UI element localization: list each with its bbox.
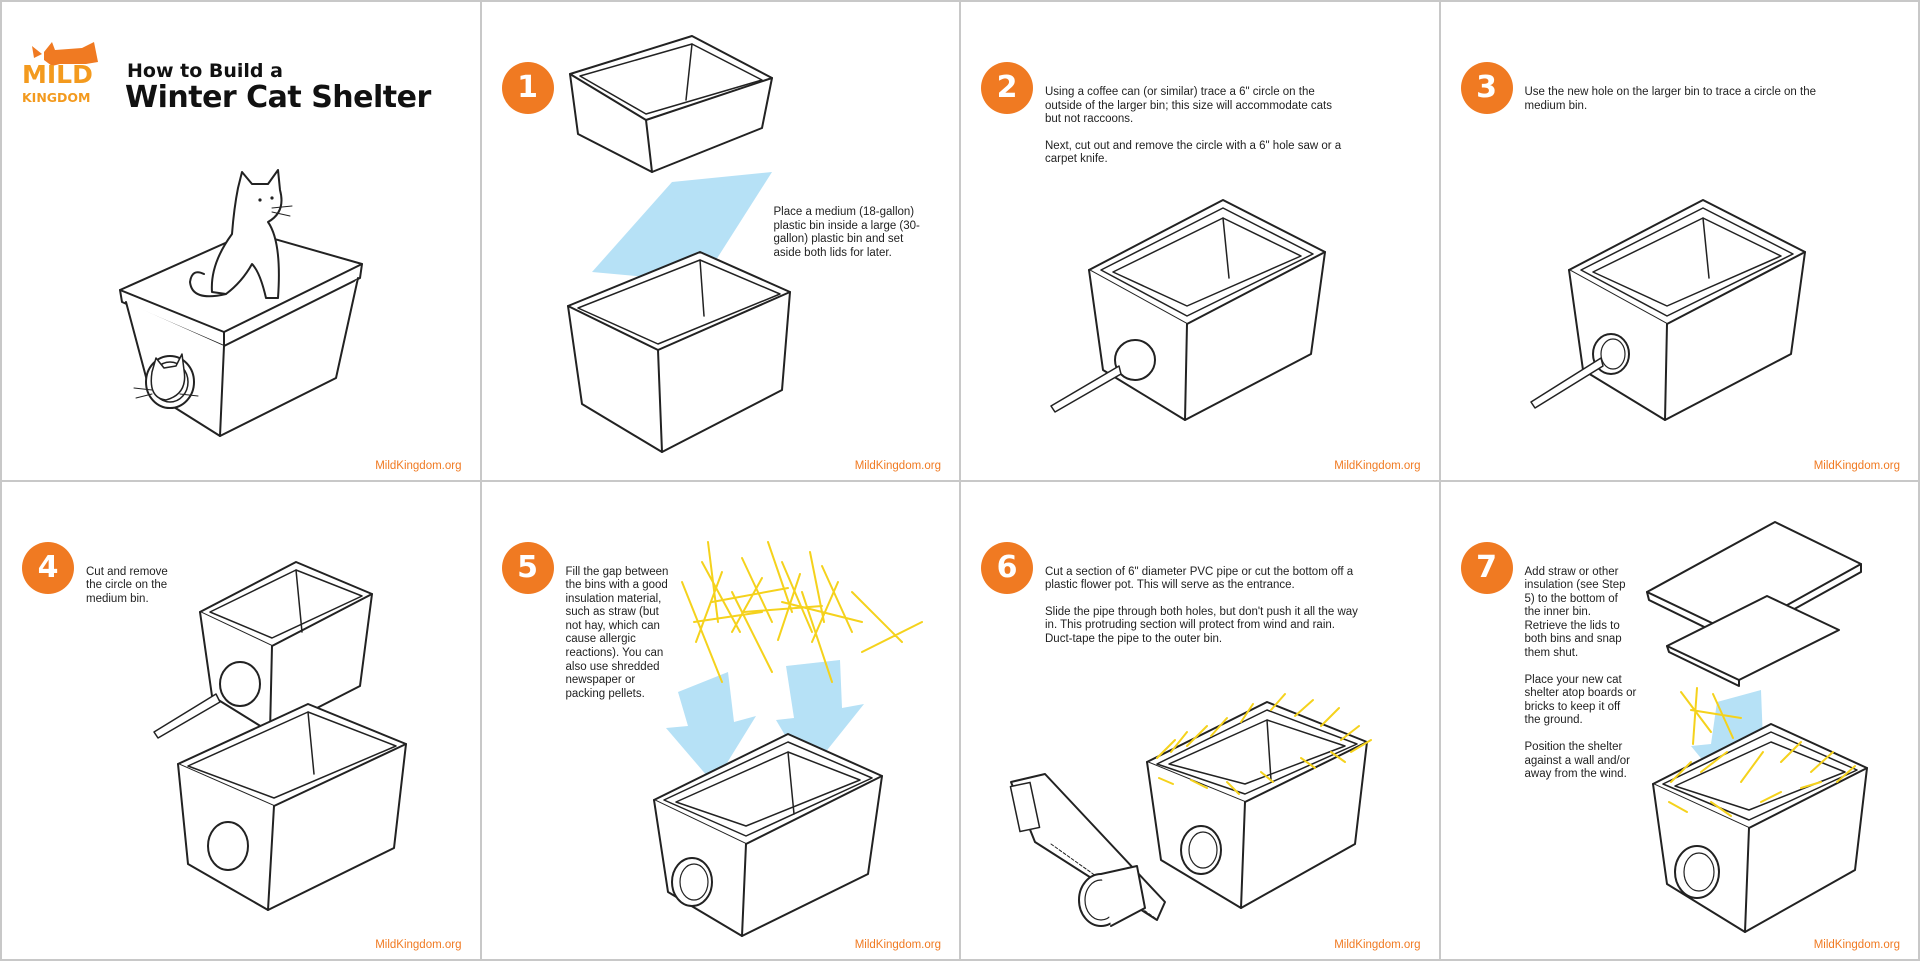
title-line-1: How to Build a [127, 60, 283, 82]
step-paragraph: Use the new hole on the larger bin to tr… [1524, 86, 1817, 112]
footer-link[interactable]: MildKingdom.org [375, 939, 462, 951]
step-paragraph: Place your new cat shelter atop boards o… [1524, 673, 1637, 727]
step-paragraph: Add straw or other insulation (see Step … [1524, 565, 1626, 660]
step-number-badge: 4 [22, 541, 74, 594]
step-panel-7: 7 Add straw or other insulation (see Ste… [1440, 481, 1918, 959]
step-text: Using a coffee can (or similar) trace a … [1045, 86, 1345, 180]
step-paragraph: Fill the gap between the bins with a goo… [565, 565, 669, 700]
finished-shelter-with-cats-illustration [119, 169, 363, 437]
footer-link[interactable]: MildKingdom.org [854, 459, 941, 472]
step-text: Cut a section of 6" diameter PVC pipe or… [1045, 566, 1365, 660]
step-panel-6: 6 Cut a section of 6" diameter PVC pipe … [961, 481, 1439, 959]
step-text: Fill the gap between the bins with a goo… [566, 566, 678, 715]
step-number-badge: 7 [1460, 541, 1513, 594]
step-paragraph: Cut and remove the circle on the medium … [86, 565, 168, 605]
step-panel-1: 1 Place a medium (18-gallon) plastic bin… [481, 2, 959, 480]
pvc-pipe-entrance-illustration [1009, 692, 1372, 927]
close-lids-illustration [1645, 520, 1868, 933]
trace-circle-medium-bin-illustration [1529, 199, 1806, 421]
step-text: Cut and remove the circle on the medium … [86, 566, 176, 620]
step-text: Add straw or other insulation (see Step … [1525, 566, 1637, 795]
title-panel: MILD KINGDOM How to Build a Winter Cat S… [2, 2, 480, 480]
step-paragraph: Next, cut out and remove the circle with… [1045, 139, 1342, 166]
cut-circle-medium-bin-illustration [153, 560, 407, 911]
footer-link[interactable]: MildKingdom.org [1334, 459, 1421, 472]
title-line-2: Winter Cat Shelter [125, 80, 431, 115]
straw-insulation-illustration [652, 540, 923, 937]
step-number-badge: 2 [981, 62, 1033, 114]
footer-link[interactable]: MildKingdom.org [375, 459, 462, 472]
step-panel-3: 3 Use the new hole on the larger bin to … [1440, 2, 1918, 480]
footer-link[interactable]: MildKingdom.org [1813, 459, 1900, 472]
step-text: Place a medium (18-gallon) plastic bin i… [774, 206, 924, 273]
step-number-badge: 1 [501, 62, 554, 114]
trace-circle-illustration [1050, 199, 1326, 421]
step-number-badge: 5 [501, 541, 554, 594]
step-panel-2: 2 Using a coffee can (or similar) trace … [961, 2, 1439, 480]
step-paragraph: Position the shelter against a wall and/… [1524, 741, 1630, 781]
step-paragraph: Using a coffee can (or similar) trace a … [1045, 86, 1332, 126]
nesting-bins-illustration [566, 35, 791, 453]
footer-link[interactable]: MildKingdom.org [1813, 939, 1900, 951]
logo-word-kingdom: KINGDOM [22, 90, 91, 105]
step-number-badge: 6 [981, 541, 1033, 594]
footer-link[interactable]: MildKingdom.org [854, 939, 941, 951]
step-paragraph: Place a medium (18-gallon) plastic bin i… [773, 206, 920, 259]
step-panel-4: 4 Cut and remove the circle on the mediu… [2, 481, 480, 959]
step-paragraph: Slide the pipe through both holes, but d… [1045, 605, 1358, 645]
mild-kingdom-cat-logo-icon [32, 42, 98, 66]
step-text: Use the new hole on the larger bin to tr… [1525, 86, 1825, 126]
step-panel-5: 5 Fill the gap between the bins with a g… [481, 481, 959, 959]
logo-word-mild: MILD [22, 60, 93, 89]
step-paragraph: Cut a section of 6" diameter PVC pipe or… [1045, 565, 1354, 592]
step-number-badge: 3 [1460, 62, 1513, 114]
footer-link[interactable]: MildKingdom.org [1334, 939, 1421, 951]
